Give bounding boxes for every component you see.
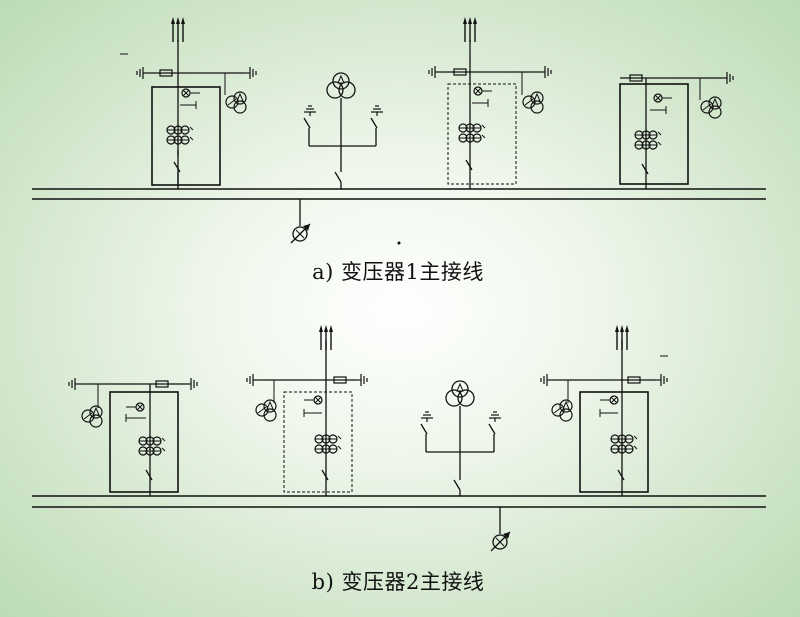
- bus-arrester-a: [290, 199, 311, 244]
- bus-a: [32, 188, 766, 200]
- bay-a1: [136, 16, 257, 189]
- bus-arrester-b: [490, 507, 511, 552]
- caption-transformer-2: b) 变压器2主接线: [311, 570, 485, 594]
- bay-b3: [540, 324, 668, 496]
- dot-mark: [397, 241, 401, 245]
- bus-b: [32, 495, 766, 508]
- bay-a2: [428, 16, 552, 189]
- transformer-b1: [420, 380, 502, 496]
- bay-b1: [68, 377, 198, 496]
- bay-a3: [619, 71, 734, 189]
- transformer-a1: [303, 72, 384, 189]
- bay-b2: [246, 324, 368, 496]
- caption-transformer-1: a) 变压器1主接线: [312, 260, 484, 284]
